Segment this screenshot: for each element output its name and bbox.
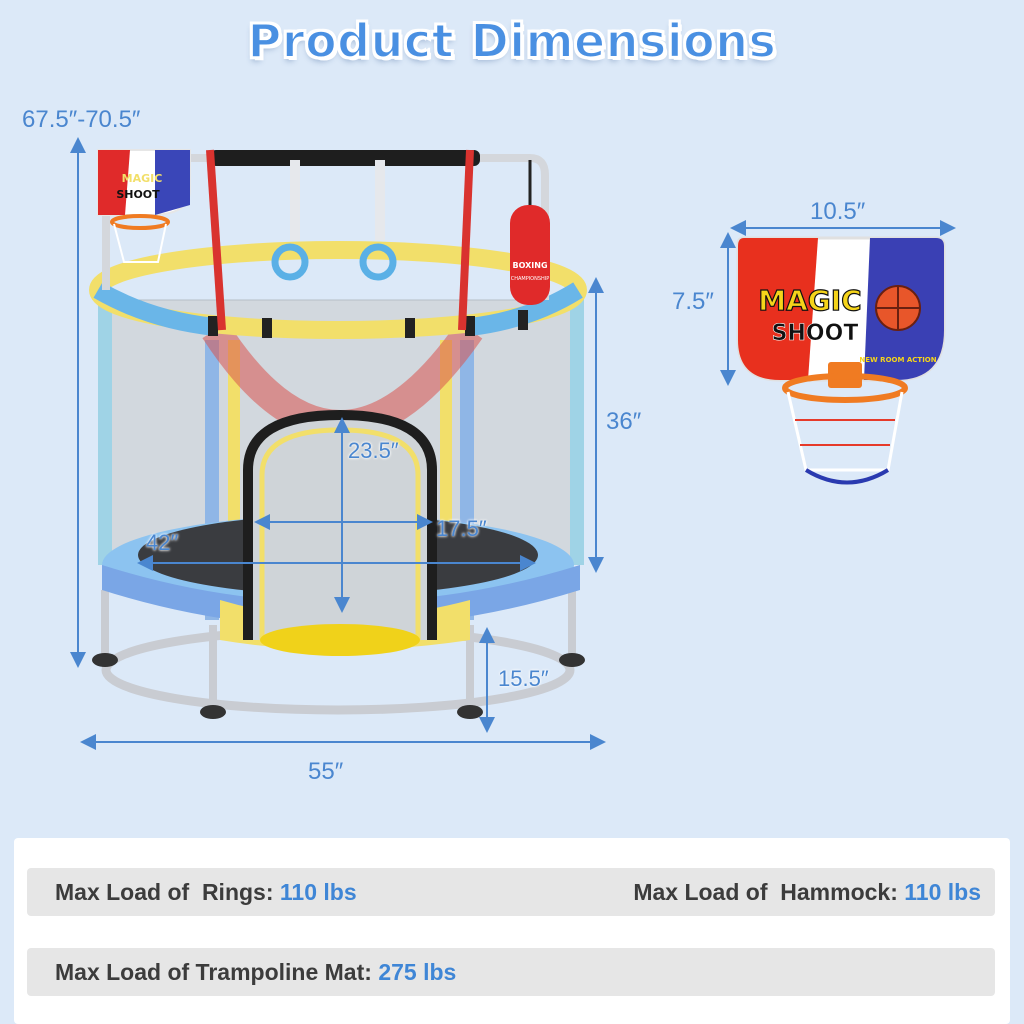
- spec-row-rings-hammock: Max Load of Rings: 110 lbs Max Load of H…: [27, 868, 995, 916]
- small-backboard: MAGIC SHOOT: [97, 149, 191, 263]
- leg-height-label: 15.5″: [498, 666, 549, 691]
- hoop-height-label: 7.5″: [672, 288, 714, 315]
- large-backboard: MAGIC SHOOT NEW ROOM ACTION: [736, 236, 946, 485]
- spec-hammock-label: Max Load of Hammock:: [633, 879, 905, 905]
- door-width-label: 17.5″: [436, 516, 487, 541]
- boxing-bag: [510, 205, 550, 305]
- net-door: [243, 409, 437, 640]
- gym-rings: [271, 243, 397, 281]
- handle-bar: [210, 150, 480, 166]
- spec-mat: Max Load of Trampoline Mat: 275 lbs: [55, 948, 456, 996]
- small-backboard-line1: MAGIC: [122, 172, 163, 185]
- dimension-lines: [70, 137, 956, 750]
- small-backboard-line2: SHOOT: [116, 188, 160, 201]
- large-backboard-line2: SHOOT: [772, 321, 859, 346]
- trampoline-illustration: BOXING CHAMPIONSHIP MAGIC SHOOT MAGIC SH…: [70, 137, 956, 750]
- poles: [98, 295, 584, 620]
- boxing-bag-subtext: CHAMPIONSHIP: [511, 276, 550, 282]
- large-backboard-line1: MAGIC: [758, 284, 861, 317]
- spec-mat-label: Max Load of Trampoline Mat:: [55, 959, 379, 985]
- page-title: Product Dimensions: [247, 13, 777, 69]
- ring-straps: [290, 160, 385, 240]
- mat-diameter-label: 42″: [146, 530, 179, 555]
- total-height-label: 67.5″-70.5″: [22, 106, 141, 133]
- enclosure-height-label: 36″: [606, 408, 642, 435]
- feet: [92, 653, 585, 719]
- hoop-width-label: 10.5″: [810, 198, 866, 225]
- spec-hammock-value: 110 lbs: [904, 879, 981, 905]
- spec-mat-value: 275 lbs: [378, 959, 457, 985]
- large-backboard-badge: NEW ROOM ACTION: [859, 356, 936, 364]
- boxing-bag-text: BOXING: [512, 261, 547, 270]
- spec-row-mat: Max Load of Trampoline Mat: 275 lbs: [27, 948, 995, 996]
- spec-rings-label: Max Load of Rings:: [55, 879, 280, 905]
- spec-hammock: Max Load of Hammock: 110 lbs: [633, 868, 981, 916]
- spec-rings: Max Load of Rings: 110 lbs: [55, 868, 357, 916]
- hammock-straps: [206, 149, 474, 331]
- specs-panel: Max Load of Rings: 110 lbs Max Load of H…: [14, 838, 1010, 1024]
- overall-width-label: 55″: [308, 758, 344, 785]
- spec-rings-value: 110 lbs: [279, 879, 357, 905]
- door-height-label: 23.5″: [348, 438, 399, 463]
